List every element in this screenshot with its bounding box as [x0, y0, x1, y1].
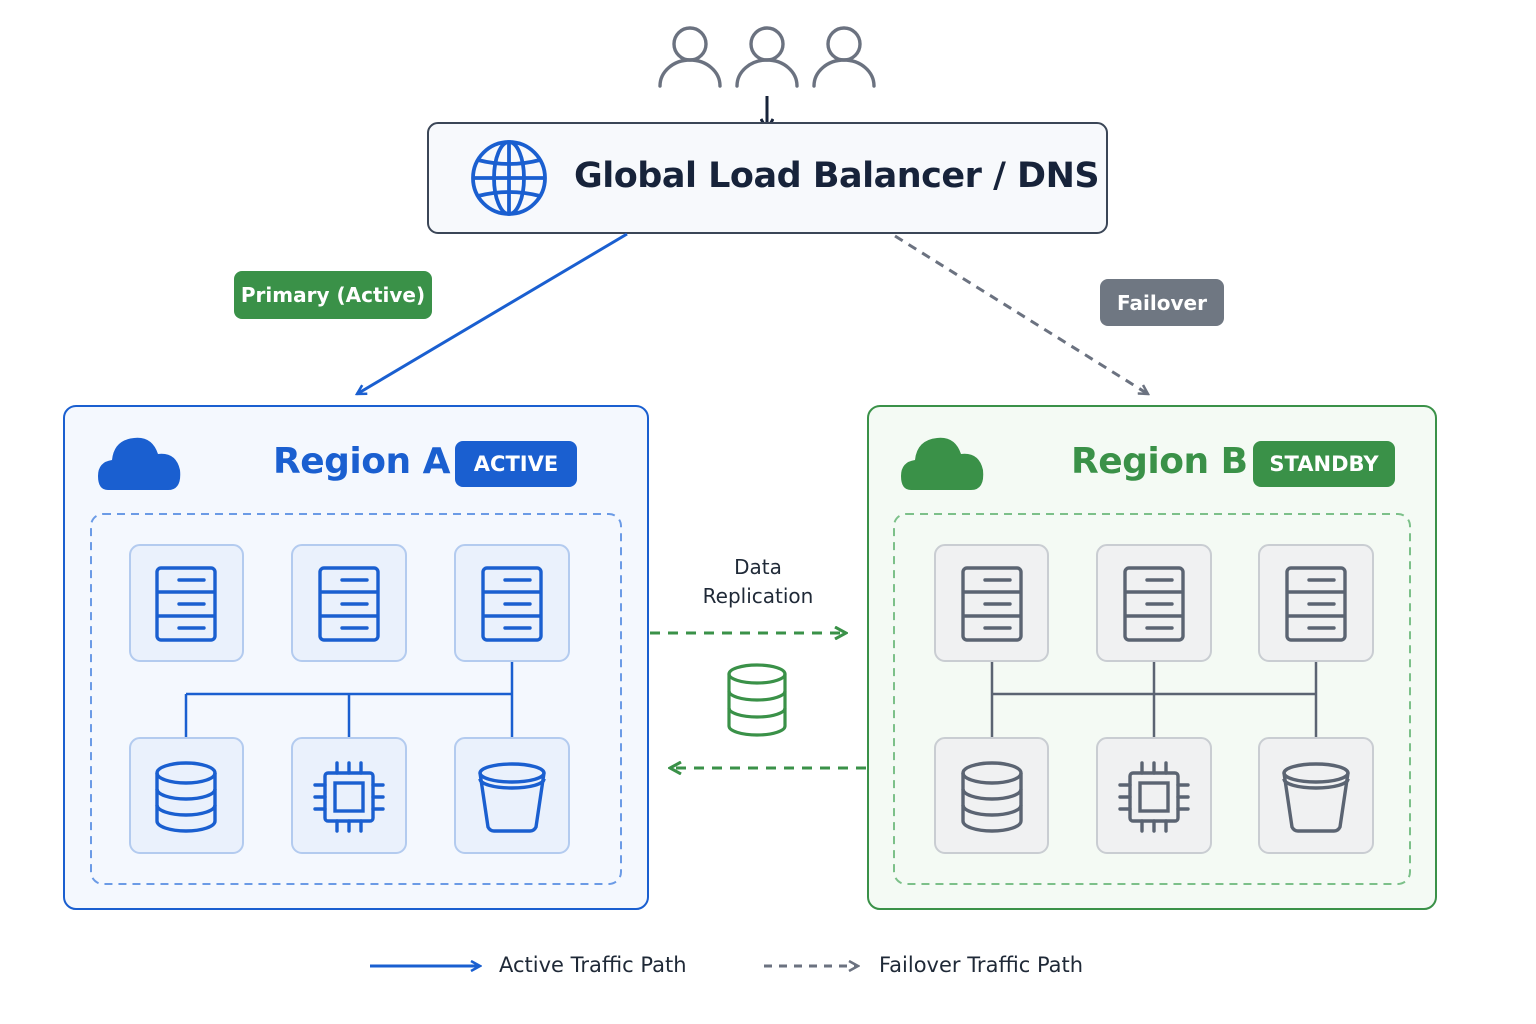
region-a-inner-boundary: [90, 513, 622, 885]
region-a-connectors: [184, 661, 514, 738]
region-b-status-badge: STANDBY: [1253, 441, 1395, 487]
server-tile: [1258, 544, 1374, 662]
replication-database-icon: [727, 663, 787, 737]
region-b-inner-boundary: [893, 513, 1411, 885]
primary-traffic-arrow: [357, 232, 628, 394]
database-tile: [129, 737, 244, 854]
server-tile: [454, 544, 570, 662]
server-tile: [1096, 544, 1212, 662]
database-tile: [934, 737, 1049, 854]
legend-failover-label: Failover Traffic Path: [879, 953, 1084, 977]
storage-tile: [454, 737, 570, 854]
legend-active-label: Active Traffic Path: [499, 953, 687, 977]
compute-tile: [291, 737, 407, 854]
region-a-title: Region A: [273, 441, 451, 482]
compute-tile: [1096, 737, 1212, 854]
replication-label-line2: Replication: [702, 584, 814, 608]
failover-badge: Failover: [1100, 279, 1224, 326]
user-icon: [812, 26, 876, 88]
server-tile: [934, 544, 1049, 662]
storage-tile: [1258, 737, 1374, 854]
primary-active-badge: Primary (Active): [234, 271, 432, 319]
replication-label-line1: Data: [734, 555, 782, 579]
region-a-status-badge: ACTIVE: [455, 441, 577, 487]
server-tile: [291, 544, 407, 662]
user-icon: [735, 26, 799, 88]
user-icon: [658, 26, 722, 88]
failover-traffic-arrow: [894, 234, 1148, 394]
region-b-title: Region B: [1071, 441, 1248, 482]
load-balancer-box: [427, 122, 1108, 234]
load-balancer-title: Global Load Balancer / DNS: [574, 156, 1100, 196]
region-b-connectors: [990, 661, 1318, 738]
server-tile: [129, 544, 244, 662]
globe-icon: [471, 140, 547, 216]
